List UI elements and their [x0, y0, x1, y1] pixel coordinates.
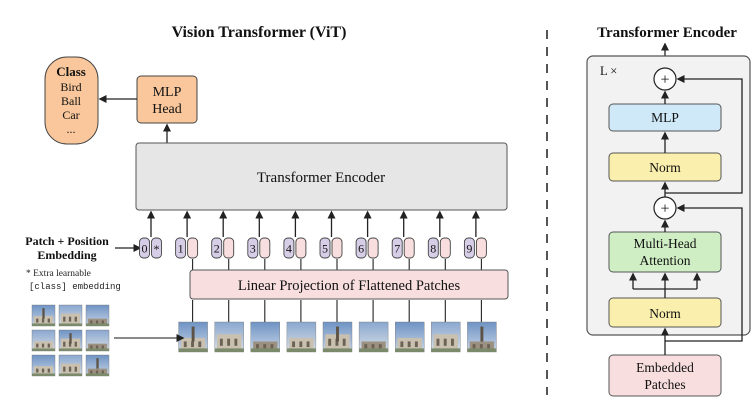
- image-patch: [250, 321, 281, 353]
- position-index: 4: [286, 242, 292, 256]
- repeat-label: L ×: [600, 64, 617, 78]
- token-embedding: 8: [427, 210, 451, 270]
- patch-row: [178, 300, 497, 353]
- grid-patch: [31, 329, 56, 352]
- patch-embedding: [475, 237, 487, 259]
- position-embedding: [211, 237, 223, 259]
- patch-embedding: [403, 237, 415, 259]
- position-embedding: [283, 237, 295, 259]
- grid-patch: [58, 354, 83, 377]
- grid-patch: [85, 354, 110, 377]
- position-embedding: [463, 237, 475, 259]
- position-index: 7: [394, 242, 400, 256]
- position-index: 3: [250, 242, 256, 256]
- position-embedding: [319, 237, 331, 259]
- embedded-patches-line1: Embedded: [636, 360, 694, 375]
- image-patch: [395, 321, 425, 353]
- encoder-flow-arrows: [629, 75, 743, 355]
- patch-embedding: [295, 237, 307, 259]
- patch-embedding: [187, 237, 199, 259]
- norm-top-label: Norm: [649, 160, 681, 175]
- image-patch: [286, 321, 317, 353]
- image-patch: [178, 321, 208, 353]
- token-embedding: 4: [283, 210, 307, 270]
- attention-label-line2: Attention: [640, 253, 691, 268]
- class-item: Car: [62, 108, 79, 122]
- class-token-marker: *: [154, 242, 160, 256]
- embedding-label-line2: Embedding: [37, 248, 96, 262]
- token-embedding: 9: [463, 210, 487, 270]
- position-index: 2: [214, 242, 220, 256]
- mlp-block-label: MLP: [651, 110, 679, 125]
- transformer-encoder-label: Transformer Encoder: [257, 170, 385, 186]
- patch-embedding: [367, 237, 379, 259]
- grid-patch: [58, 304, 83, 327]
- grid-patch: [58, 329, 83, 352]
- mlp-head-line1: MLP: [153, 85, 182, 100]
- attention-label-line1: Multi-Head: [634, 236, 697, 251]
- linear-projection-box: Linear Projection of Flattened Patches: [189, 269, 509, 300]
- image-patch: [322, 321, 353, 353]
- position-index: 0: [142, 242, 148, 256]
- class-item: ...: [67, 122, 76, 136]
- token-embedding: 6: [355, 210, 379, 270]
- image-patch: [467, 321, 497, 353]
- mlp-head-box: MLP Head: [136, 75, 198, 124]
- image-patch: [431, 321, 461, 353]
- token-embedding: 7: [391, 210, 415, 270]
- embedding-label-line1: Patch + Position: [25, 234, 109, 248]
- linear-projection-label: Linear Projection of Flattened Patches: [238, 278, 461, 294]
- position-index: 1: [178, 242, 184, 256]
- image-patch: [358, 321, 389, 353]
- source-image-grid: [31, 304, 110, 377]
- encoder-block-frame: [586, 55, 751, 336]
- residual-add-top: [653, 67, 677, 91]
- token-embedding: 3: [247, 210, 271, 270]
- class-item: Bird: [60, 80, 81, 94]
- patch-embedding: [439, 237, 451, 259]
- position-index: 5: [322, 242, 328, 256]
- embedded-patches-line2: Patches: [644, 377, 685, 392]
- grid-patch: [85, 329, 110, 352]
- token-embedding: 0*: [139, 210, 162, 259]
- position-embedding: [139, 237, 150, 259]
- extra-note-line2: [class] embedding: [29, 282, 121, 292]
- patch-embedding: [151, 237, 162, 259]
- position-embedding: [391, 237, 403, 259]
- plus-sign-top: +: [660, 72, 669, 89]
- class-item: Ball: [61, 94, 82, 108]
- patch-embedding: [259, 237, 271, 259]
- grid-patch: [85, 304, 110, 327]
- token-embedding: 5: [319, 210, 343, 270]
- position-index: 8: [430, 242, 436, 256]
- grid-patch: [31, 354, 56, 377]
- mlp-head-line2: Head: [152, 102, 182, 117]
- extra-note-line1: * Extra learnable: [26, 269, 91, 279]
- grid-patch: [31, 304, 56, 327]
- position-index: 9: [466, 242, 472, 256]
- patch-embedding: [331, 237, 343, 259]
- token-embedding: 2: [211, 210, 235, 270]
- image-patch: [214, 321, 244, 353]
- position-index: 6: [358, 242, 364, 256]
- transformer-encoder-box: Transformer Encoder: [135, 142, 508, 211]
- class-heading: Class: [56, 64, 86, 79]
- position-embedding: [175, 237, 187, 259]
- token-embedding: 1: [175, 210, 199, 270]
- encoder-detail-title: Transformer Encoder: [597, 25, 737, 41]
- position-embedding: [355, 237, 367, 259]
- position-embedding: [427, 237, 439, 259]
- norm-bottom-label: Norm: [649, 306, 681, 321]
- class-output-box: Class Bird Ball Car ...: [44, 56, 99, 145]
- plus-sign-middle: +: [660, 201, 669, 218]
- position-embedding: [247, 237, 259, 259]
- patch-embedding: [223, 237, 235, 259]
- vit-title: Vision Transformer (ViT): [172, 24, 347, 41]
